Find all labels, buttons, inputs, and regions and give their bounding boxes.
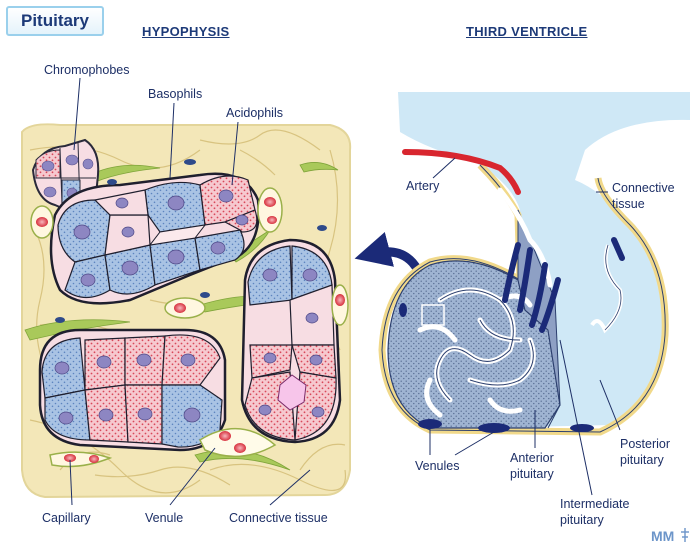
label-capillary: Capillary <box>42 511 91 525</box>
artery <box>402 149 521 195</box>
portal-veins <box>502 242 561 333</box>
heading-hypophysis: HYPOPHYSIS <box>142 24 230 39</box>
pituitary-gland <box>378 92 690 496</box>
label-artery: Artery <box>406 179 440 193</box>
capillary-vessel-left <box>49 451 113 468</box>
label-venule: Venule <box>145 511 183 525</box>
label-basophils: Basophils <box>148 87 202 101</box>
label-chromophobes: Chromophobes <box>44 63 129 77</box>
caduceus-icon <box>681 528 689 542</box>
labels: Chromophobes Basophils Acidophils Capill… <box>42 63 675 527</box>
hypophysis-tissue-panel <box>21 77 352 506</box>
capsule-outline <box>381 164 666 433</box>
title-badge: Pituitary <box>6 6 104 36</box>
label-posterior-pituitary-line2: pituitary <box>620 453 665 467</box>
heading-third-ventricle: THIRD VENTRICLE <box>466 24 588 39</box>
label-connective-tissue-right-line1: Connective <box>612 181 675 195</box>
portal-capillary-outline <box>436 289 534 401</box>
mm-logo: MM <box>651 528 689 544</box>
label-venules: Venules <box>415 459 459 473</box>
label-anterior-pituitary-line1: Anterior <box>510 451 554 465</box>
leader-lines-right <box>429 157 621 496</box>
capillary-vessel <box>331 284 349 326</box>
label-acidophils: Acidophils <box>226 106 283 120</box>
label-connective-tissue-left: Connective tissue <box>229 511 328 525</box>
magnification-box <box>421 304 445 326</box>
anterior-pituitary <box>387 260 561 429</box>
capillary-vessel <box>257 187 283 233</box>
label-intermediate-pituitary-line1: Intermediate <box>560 497 630 511</box>
logo-text: MM <box>651 528 674 544</box>
capillaries <box>30 159 349 468</box>
label-connective-tissue-right-line2: tissue <box>612 197 645 211</box>
cell-cluster-rosette <box>240 238 342 444</box>
capillary-vessel <box>164 297 206 319</box>
venules <box>399 303 594 433</box>
label-intermediate-pituitary-line2: pituitary <box>560 513 605 527</box>
leader-lines-left <box>69 77 311 506</box>
label-anterior-pituitary-line2: pituitary <box>510 467 555 481</box>
cell-cluster-lower <box>38 328 227 452</box>
label-posterior-pituitary-line1: Posterior <box>620 437 670 451</box>
page-title: Pituitary <box>20 11 90 30</box>
cell-cluster-upper <box>49 172 260 305</box>
venule-vessel <box>199 428 277 458</box>
capillary-vessel <box>30 205 54 239</box>
